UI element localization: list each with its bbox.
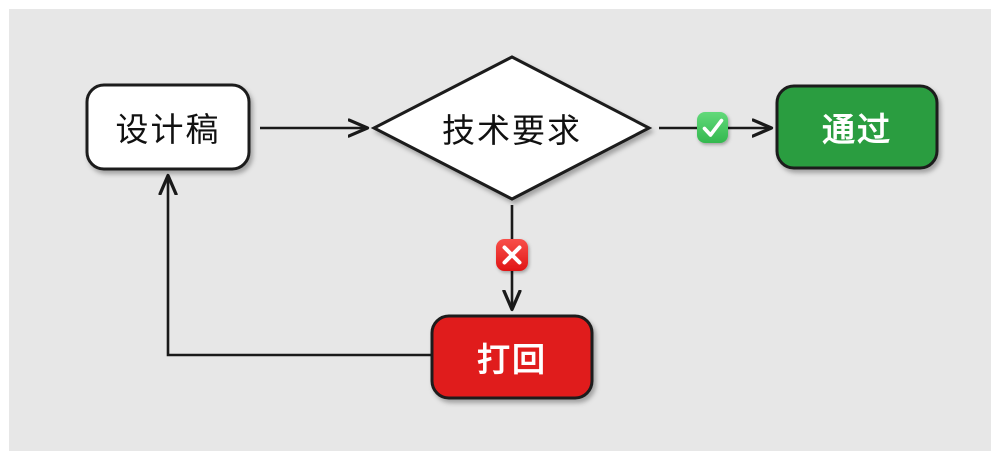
cross-icon [496,239,528,271]
node-decision-shape[interactable] [370,55,653,201]
check-icon [697,112,728,143]
edge-reject-to-design [168,176,432,357]
flowchart-svg [85,55,939,400]
node-design-shape[interactable] [85,83,251,171]
node-reject-shape[interactable] [430,314,594,400]
node-pass-shape[interactable] [775,84,939,170]
